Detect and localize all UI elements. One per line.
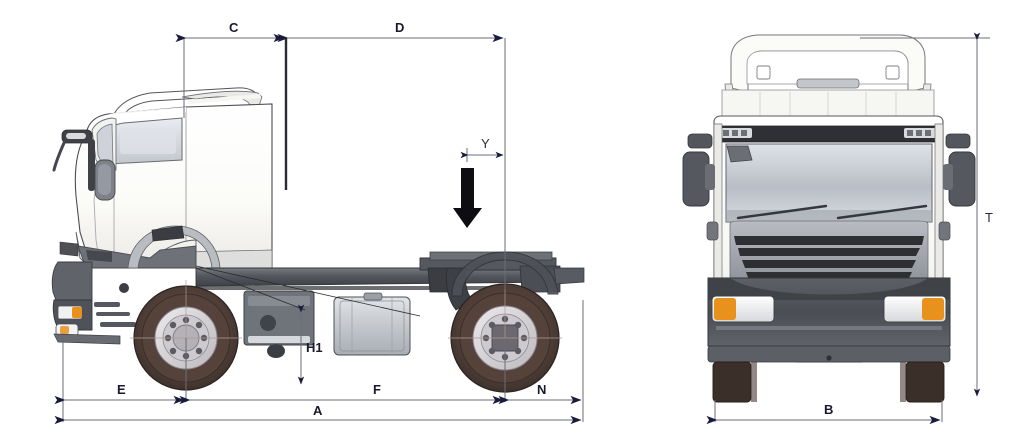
leader-line-h1 [195, 267, 306, 311]
front-view-truck [682, 34, 976, 403]
dim-label-n: N [537, 382, 547, 397]
dim-label-f: F [373, 382, 381, 397]
front-bumper [707, 277, 951, 363]
side-mirror [52, 129, 116, 201]
front-grille [729, 220, 929, 283]
front-mirrors [682, 133, 976, 207]
front-view-wheels [712, 361, 945, 403]
dim-label-y: Y [481, 136, 490, 151]
dim-label-b: B [824, 402, 834, 417]
leader-line-chassis [195, 265, 421, 317]
side-view-truck [51, 87, 585, 396]
side-front-bumper [51, 261, 136, 345]
dim-label-d: D [395, 20, 405, 35]
dim-label-c: C [229, 20, 239, 35]
dim-label-h1: H1 [306, 340, 323, 355]
dim-label-a: A [313, 403, 323, 418]
dim-label-t: T [985, 210, 993, 225]
side-battery-box [243, 290, 315, 358]
front-roof-deflector [721, 34, 935, 119]
side-fuel-tank [333, 292, 411, 356]
dimension-lines [54, 32, 990, 425]
y-load-arrow [453, 168, 482, 228]
side-door-and-window [91, 117, 183, 265]
dim-label-e: E [117, 382, 126, 397]
